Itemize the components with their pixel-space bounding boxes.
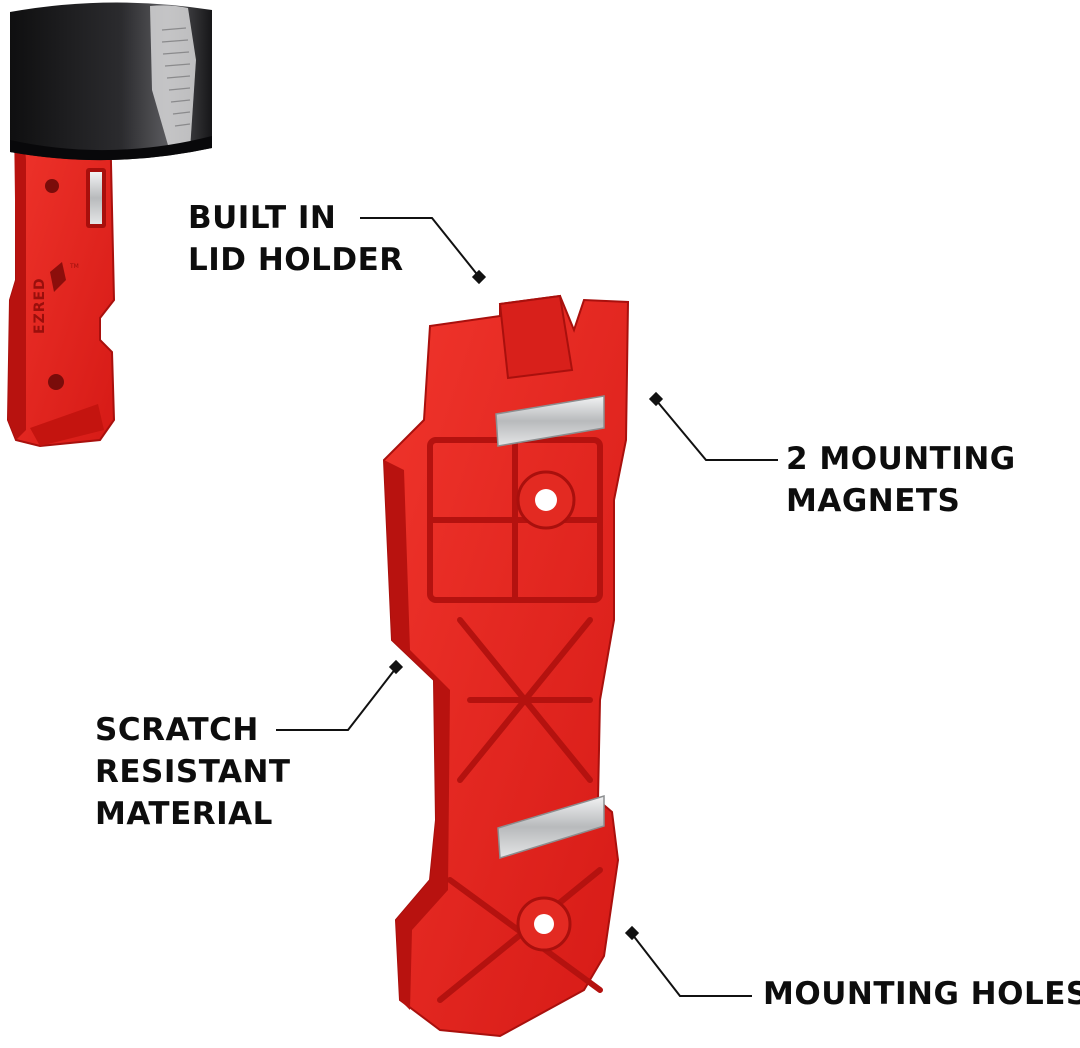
callout-scratch-line-1: SCRATCH: [95, 712, 259, 748]
large-holder: [382, 294, 630, 1038]
brand-logo-icon: [50, 262, 66, 292]
small-holder-hole-bottom: [48, 374, 64, 390]
mounting-hole-bottom: [534, 914, 554, 934]
leader-line-magnets: [655, 399, 778, 461]
leader-dots: [388, 269, 664, 941]
callout-holes-line-1: MOUNTING HOLES: [763, 976, 1080, 1012]
callout-lid-holder-line-2: LID HOLDER: [188, 242, 404, 278]
lid-highlight: [150, 5, 196, 153]
leader-line-lid: [360, 217, 481, 279]
mounting-hole-top: [535, 489, 557, 511]
magnet-bottom: [497, 794, 605, 859]
callout-scratch-line-2: RESISTANT: [95, 754, 291, 790]
small-holder-foot: [30, 404, 104, 446]
small-holder-magnet: [90, 172, 102, 224]
lid-knurl-lines: [161, 27, 191, 127]
large-holder-ribs: [427, 437, 603, 1003]
small-holder-side: [8, 110, 26, 440]
callout-magnets-line-1: 2 MOUNTING: [786, 441, 1016, 477]
large-holder-edge-shadow: [384, 460, 450, 1010]
callout-magnets-line-2: MAGNETS: [786, 483, 961, 519]
trademark-symbol: TM: [69, 263, 79, 270]
callout-mounting-magnets: 2 MOUNTING MAGNETS: [786, 438, 1016, 522]
callout-lid-holder-line-1: BUILT IN: [188, 200, 337, 236]
small-holder-hole-top: [45, 179, 59, 193]
callout-mounting-holes: MOUNTING HOLES: [763, 973, 1080, 1015]
lid-rim-shadow: [10, 136, 212, 161]
leader-line-scratch: [276, 667, 397, 731]
magnet-top: [495, 395, 605, 447]
brand-mark: EZRED: [32, 277, 48, 334]
lid-holder-tab: [498, 294, 574, 380]
leader-line-holes: [631, 933, 752, 997]
callout-lid-holder: BUILT IN LID HOLDER: [188, 197, 404, 281]
holder-with-lid: EZRED TM: [6, 2, 212, 448]
callout-scratch-line-3: MATERIAL: [95, 796, 273, 832]
callout-scratch-resistant: SCRATCH RESISTANT MATERIAL: [95, 709, 291, 835]
leader-lines: [276, 217, 778, 997]
